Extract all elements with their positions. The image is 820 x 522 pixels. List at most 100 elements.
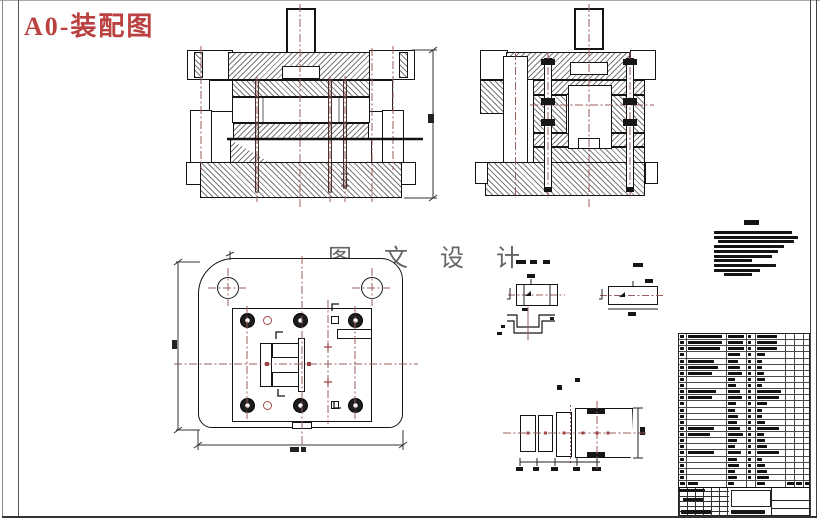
parts-table-cell	[687, 474, 727, 480]
side-section-linework	[515, 4, 654, 208]
notes-line-ink	[718, 240, 794, 244]
title-block-ink	[731, 510, 765, 514]
parts-table-cell	[786, 340, 795, 346]
cell-ink	[757, 359, 762, 363]
parts-table-cell	[687, 419, 727, 425]
parts-table-cell	[747, 407, 756, 413]
cell-ink	[680, 359, 684, 363]
cell-ink	[688, 365, 718, 369]
parts-table-cell	[679, 474, 687, 480]
parts-table-cell	[687, 364, 727, 370]
parts-table-cell	[756, 407, 786, 413]
cell-ink	[757, 347, 777, 351]
parts-table-cell	[804, 438, 811, 444]
parts-table-cell	[756, 364, 786, 370]
drawing-graphic	[277, 389, 285, 397]
notes-line-ink	[714, 249, 778, 253]
drawing-graphic	[275, 331, 283, 339]
parts-table-cell	[687, 425, 727, 431]
parts-table-cell	[795, 395, 804, 401]
parts-table-cell	[727, 352, 747, 358]
drawing-graphic	[645, 279, 653, 283]
drawing-graphic	[324, 378, 332, 386]
title-block	[678, 487, 811, 517]
parts-table-cell	[804, 413, 811, 419]
drawing-graphic	[172, 340, 177, 349]
parts-table-cell	[679, 395, 687, 401]
parts-table-cell	[804, 364, 811, 370]
parts-table-cell	[756, 389, 786, 395]
front-section-view	[183, 2, 439, 210]
parts-table-cell	[747, 481, 756, 487]
cell-ink	[728, 377, 735, 381]
drawing-graphic	[562, 431, 566, 435]
parts-table-cell	[804, 468, 811, 474]
parts-table-cell	[687, 358, 727, 364]
parts-table-cell	[727, 413, 747, 419]
parts-table-cell	[786, 468, 795, 474]
parts-table-cell	[727, 383, 747, 389]
parts-table-cell	[679, 450, 687, 456]
parts-table-row	[679, 401, 811, 408]
notes-line-ink	[724, 273, 752, 277]
cell-ink	[680, 408, 684, 412]
parts-table-cell	[795, 462, 804, 468]
parts-table-cell	[756, 383, 786, 389]
parts-table-cell	[747, 450, 756, 456]
parts-table-cell	[795, 352, 804, 358]
cell-ink	[757, 463, 765, 467]
parts-table-cell	[687, 444, 727, 450]
parts-table-cell	[747, 334, 756, 340]
frame-right-inner	[810, 0, 811, 517]
cell-ink	[728, 463, 739, 467]
cell-ink	[688, 396, 712, 400]
cell-ink	[680, 475, 684, 479]
parts-table-cell	[727, 346, 747, 352]
drawing-graphic	[497, 332, 502, 335]
cell-ink	[680, 451, 684, 455]
title-block-scale-box	[771, 488, 811, 517]
parts-table-cell	[747, 438, 756, 444]
parts-table-row	[679, 383, 811, 390]
parts-table-cell	[756, 456, 786, 462]
parts-table-cell	[786, 395, 795, 401]
drawing-graphic	[599, 289, 603, 300]
cell-ink	[748, 463, 751, 467]
parts-table-cell	[786, 364, 795, 370]
parts-table-cell	[786, 456, 795, 462]
parts-table-cell	[795, 450, 804, 456]
parts-table-cell	[795, 334, 804, 340]
lower-base-2	[485, 162, 645, 196]
parts-table-cell	[786, 462, 795, 468]
parts-table-cell	[747, 413, 756, 419]
drawing-graphic	[623, 119, 637, 126]
cell-ink	[680, 414, 684, 418]
cell-ink	[688, 482, 698, 485]
drawing-graphic	[544, 431, 547, 435]
drawing-graphic	[551, 467, 558, 471]
parts-table-cell	[786, 419, 795, 425]
parts-table-cell	[795, 358, 804, 364]
cell-ink	[680, 469, 684, 473]
parts-table-cell	[727, 419, 747, 425]
cell-ink	[757, 445, 767, 449]
drawing-graphic	[398, 441, 408, 449]
parts-table-cell	[727, 474, 747, 480]
frame-left-outer	[2, 0, 3, 517]
parts-table-cell	[756, 370, 786, 376]
parts-table-cell	[727, 364, 747, 370]
cell-ink	[688, 390, 716, 394]
parts-table-cell	[786, 376, 795, 382]
cell-ink	[680, 377, 684, 381]
cell-ink	[728, 402, 736, 406]
parts-table-cell	[795, 425, 804, 431]
square-hole	[331, 316, 339, 324]
parts-table-cell	[786, 438, 795, 444]
frame-left-inner	[18, 0, 19, 517]
dowel-hole	[262, 400, 272, 410]
drawing-graphic	[255, 79, 259, 193]
cell-ink	[680, 463, 684, 467]
cell-ink	[757, 353, 765, 357]
cell-ink	[680, 433, 684, 436]
parts-table-cell	[727, 481, 747, 487]
